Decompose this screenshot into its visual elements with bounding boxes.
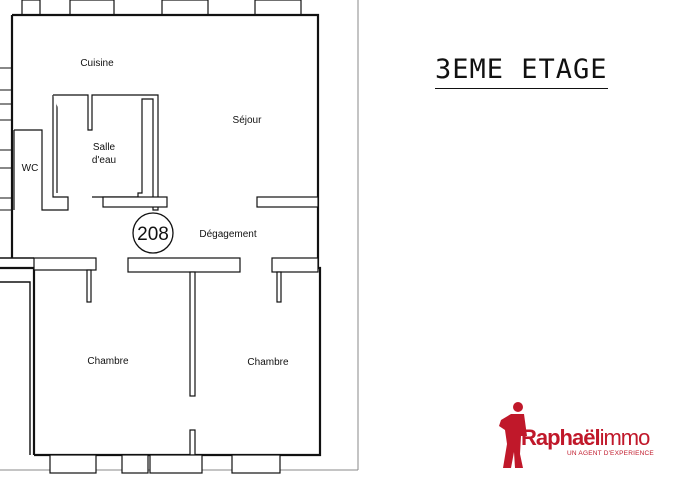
room-label-wc: WC — [22, 163, 39, 174]
interior-walls — [13, 94, 319, 456]
logo-name-part1: Raphaël — [521, 425, 601, 450]
adjacent-stairwell — [0, 257, 34, 455]
room-label-chambre-right: Chambre — [247, 357, 289, 368]
room-label-chambre-left: Chambre — [87, 356, 129, 367]
unit-number: 208 — [137, 224, 169, 245]
room-label-cuisine: Cuisine — [80, 58, 114, 69]
floor-plan: Cuisine Séjour Salle d'eau WC Dégagement… — [0, 0, 359, 474]
person-silhouette-icon — [499, 402, 527, 468]
bottom-windows — [49, 454, 281, 474]
room-label-deau: d'eau — [92, 155, 116, 166]
room-label-sejour: Séjour — [233, 115, 263, 126]
brand-logo: Raphaëlimmo UN AGENT D'EXPERIENCE — [497, 400, 677, 472]
left-windows — [0, 67, 11, 211]
floor-title: 3EME ETAGE — [435, 54, 608, 89]
logo-name-part2: immo — [599, 425, 651, 450]
room-label-degagement: Dégagement — [199, 229, 256, 240]
neighbor-outline — [0, 0, 359, 471]
unit-number-badge: 208 — [132, 212, 174, 254]
room-label-salle: Salle — [93, 142, 116, 153]
logo-tagline: UN AGENT D'EXPERIENCE — [567, 450, 654, 457]
top-windows — [21, 0, 302, 16]
logo-wordmark: Raphaëlimmo — [521, 425, 651, 450]
